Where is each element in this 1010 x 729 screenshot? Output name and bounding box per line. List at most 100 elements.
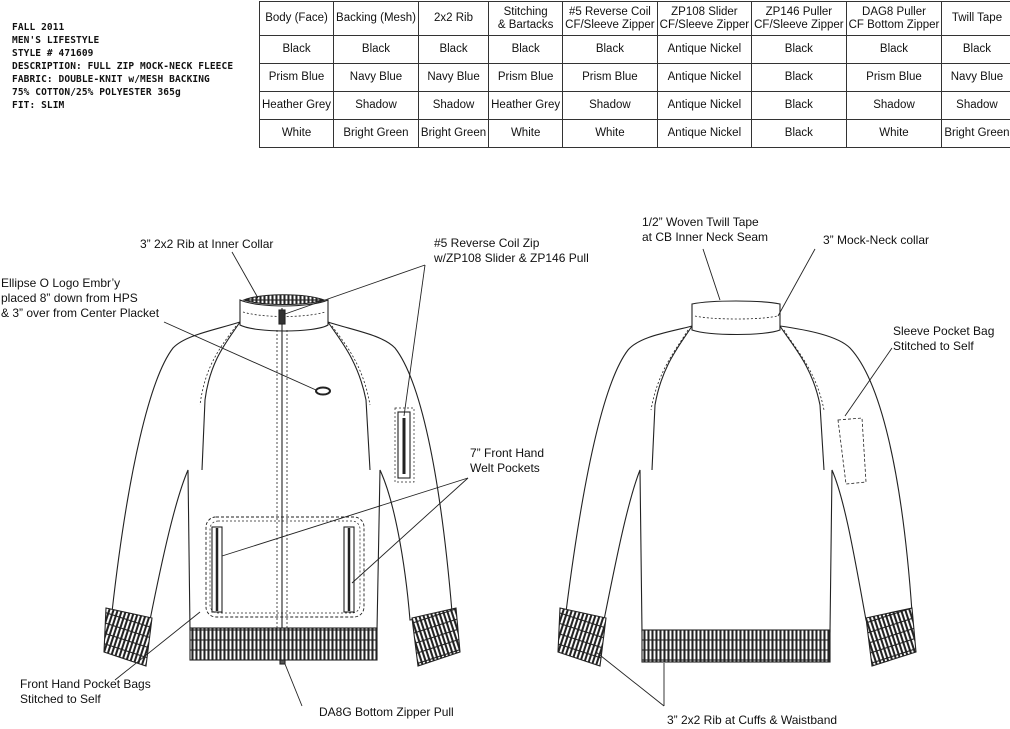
header-text: CF Bottom Zipper <box>848 18 940 31</box>
header-text: Backing (Mesh) <box>336 12 416 24</box>
header-text: ZP146 Puller <box>765 5 833 18</box>
spec-line: FABRIC: DOUBLE-KNIT w/MESH BACKING <box>12 74 210 85</box>
zipper-slider <box>278 309 286 325</box>
colorway-header-cell: 2x2 Rib <box>417 1 490 36</box>
colorway-cell: Prism Blue <box>258 63 335 92</box>
front-waistband <box>189 627 378 661</box>
leader-inner-collar <box>231 251 259 299</box>
colorway-cell: White <box>845 119 943 148</box>
colorway-cell: Navy Blue <box>417 63 490 92</box>
colorway-cell: Black <box>751 63 847 92</box>
back-cuff-left <box>557 607 607 667</box>
leader-coil-zip-front <box>284 264 426 315</box>
colorway-header-cell: Backing (Mesh) <box>333 1 419 36</box>
front-collar-rib <box>242 294 326 306</box>
front-pocket-bag <box>205 516 365 618</box>
leader-welt-left <box>221 477 469 557</box>
back-raglan-seam-left <box>651 325 693 471</box>
colorway-cell: Navy Blue <box>333 63 419 92</box>
colorway-cell: White <box>562 119 658 148</box>
colorway-cell: Heather Grey <box>258 91 335 120</box>
colorway-cell: Shadow <box>941 91 1010 120</box>
header-text: 2x2 Rib <box>434 12 474 24</box>
leader-welt-right <box>351 477 469 584</box>
front-raglan-stitch-left <box>199 325 237 406</box>
back-mock-neck-collar <box>691 300 781 336</box>
colorway-cell: Black <box>562 35 658 64</box>
colorway-cell: Bright Green <box>941 119 1010 148</box>
header-text: DAG8 Puller <box>862 5 926 18</box>
sleeve-zipper-pocket <box>397 411 411 479</box>
back-waistband <box>641 629 831 663</box>
leader-logo <box>163 321 317 391</box>
colorway-cell: Black <box>258 35 335 64</box>
colorway-cell: Prism Blue <box>562 63 658 92</box>
ellipse-o-logo <box>315 386 331 396</box>
colorway-cell: Navy Blue <box>941 63 1010 92</box>
callout-inner-collar-rib: 3” 2x2 Rib at Inner Collar <box>140 237 274 251</box>
back-raglan-stitch-left <box>650 329 689 411</box>
header-text: #5 Reverse Coil <box>568 5 651 18</box>
colorway-header-row: Body (Face) Backing (Mesh) 2x2 Rib Stitchin… <box>258 1 1010 36</box>
leader-coil-zip-sleeve <box>403 264 426 417</box>
header-text: Twill Tape <box>951 12 1003 24</box>
header-text: & Bartacks <box>497 18 554 31</box>
spec-line: MEN'S LIFESTYLE <box>12 35 100 46</box>
colorway-cell: Shadow <box>333 91 419 120</box>
header-text: CF/Sleeve Zipper <box>754 18 844 31</box>
front-collar <box>239 299 329 332</box>
spec-line: FIT: SLIM <box>12 100 65 111</box>
leader-twill-tape <box>702 248 721 301</box>
header-text: CF/Sleeve Zipper <box>565 18 655 31</box>
spec-line: STYLE # 471609 <box>12 48 94 59</box>
leader-sleeve-pocket-bag <box>844 347 893 417</box>
front-raglan-stitch-right <box>331 325 371 406</box>
spec-line: FALL 2011 <box>12 22 65 33</box>
front-cuff-left <box>103 607 153 667</box>
front-view <box>103 294 461 667</box>
colorway-cell: Antique Nickel <box>656 119 753 148</box>
front-raglan-seam-right <box>327 321 371 471</box>
colorway-cell: Black <box>941 35 1010 64</box>
colorway-cell: Bright Green <box>417 119 490 148</box>
spec-line: DESCRIPTION: FULL ZIP MOCK-NECK FLEECE <box>12 61 234 72</box>
header-text: ZP108 Slider <box>671 5 738 18</box>
colorway-cell: Black <box>751 91 847 120</box>
colorway-header-cell: Stitching& Bartacks <box>488 1 564 36</box>
colorway-cell: Shadow <box>562 91 658 120</box>
leader-bottom-zipper <box>284 663 303 707</box>
leader-cuff <box>595 651 665 707</box>
back-cuff-right <box>865 607 917 667</box>
spec-line: 75% COTTON/25% POLYESTER 365g <box>12 87 181 98</box>
header-text: Body (Face) <box>265 12 328 24</box>
front-raglan-seam-left <box>201 321 241 471</box>
colorway-table: Body (Face) Backing (Mesh) 2x2 Rib Stitchin… <box>258 1 1010 148</box>
back-view <box>557 300 917 667</box>
sleeve-pocket-bag <box>837 417 867 485</box>
back-raglan-seam-right <box>779 325 825 471</box>
welt-pocket-left <box>211 526 223 613</box>
colorway-header-cell: Twill Tape <box>941 1 1010 36</box>
colorway-cell: White <box>488 119 564 148</box>
colorway-cell: Bright Green <box>333 119 419 148</box>
callout-bottom-zipper-pull: DA8G Bottom Zipper Pull <box>319 705 454 719</box>
front-pocket-bag-inner <box>209 520 361 614</box>
colorway-cell: Prism Blue <box>488 63 564 92</box>
front-cuff-right <box>411 607 461 667</box>
colorway-cell: Black <box>845 35 943 64</box>
header-text: CF/Sleeve Zipper <box>659 18 750 31</box>
callout-mock-neck: 3” Mock-Neck collar <box>823 233 930 247</box>
